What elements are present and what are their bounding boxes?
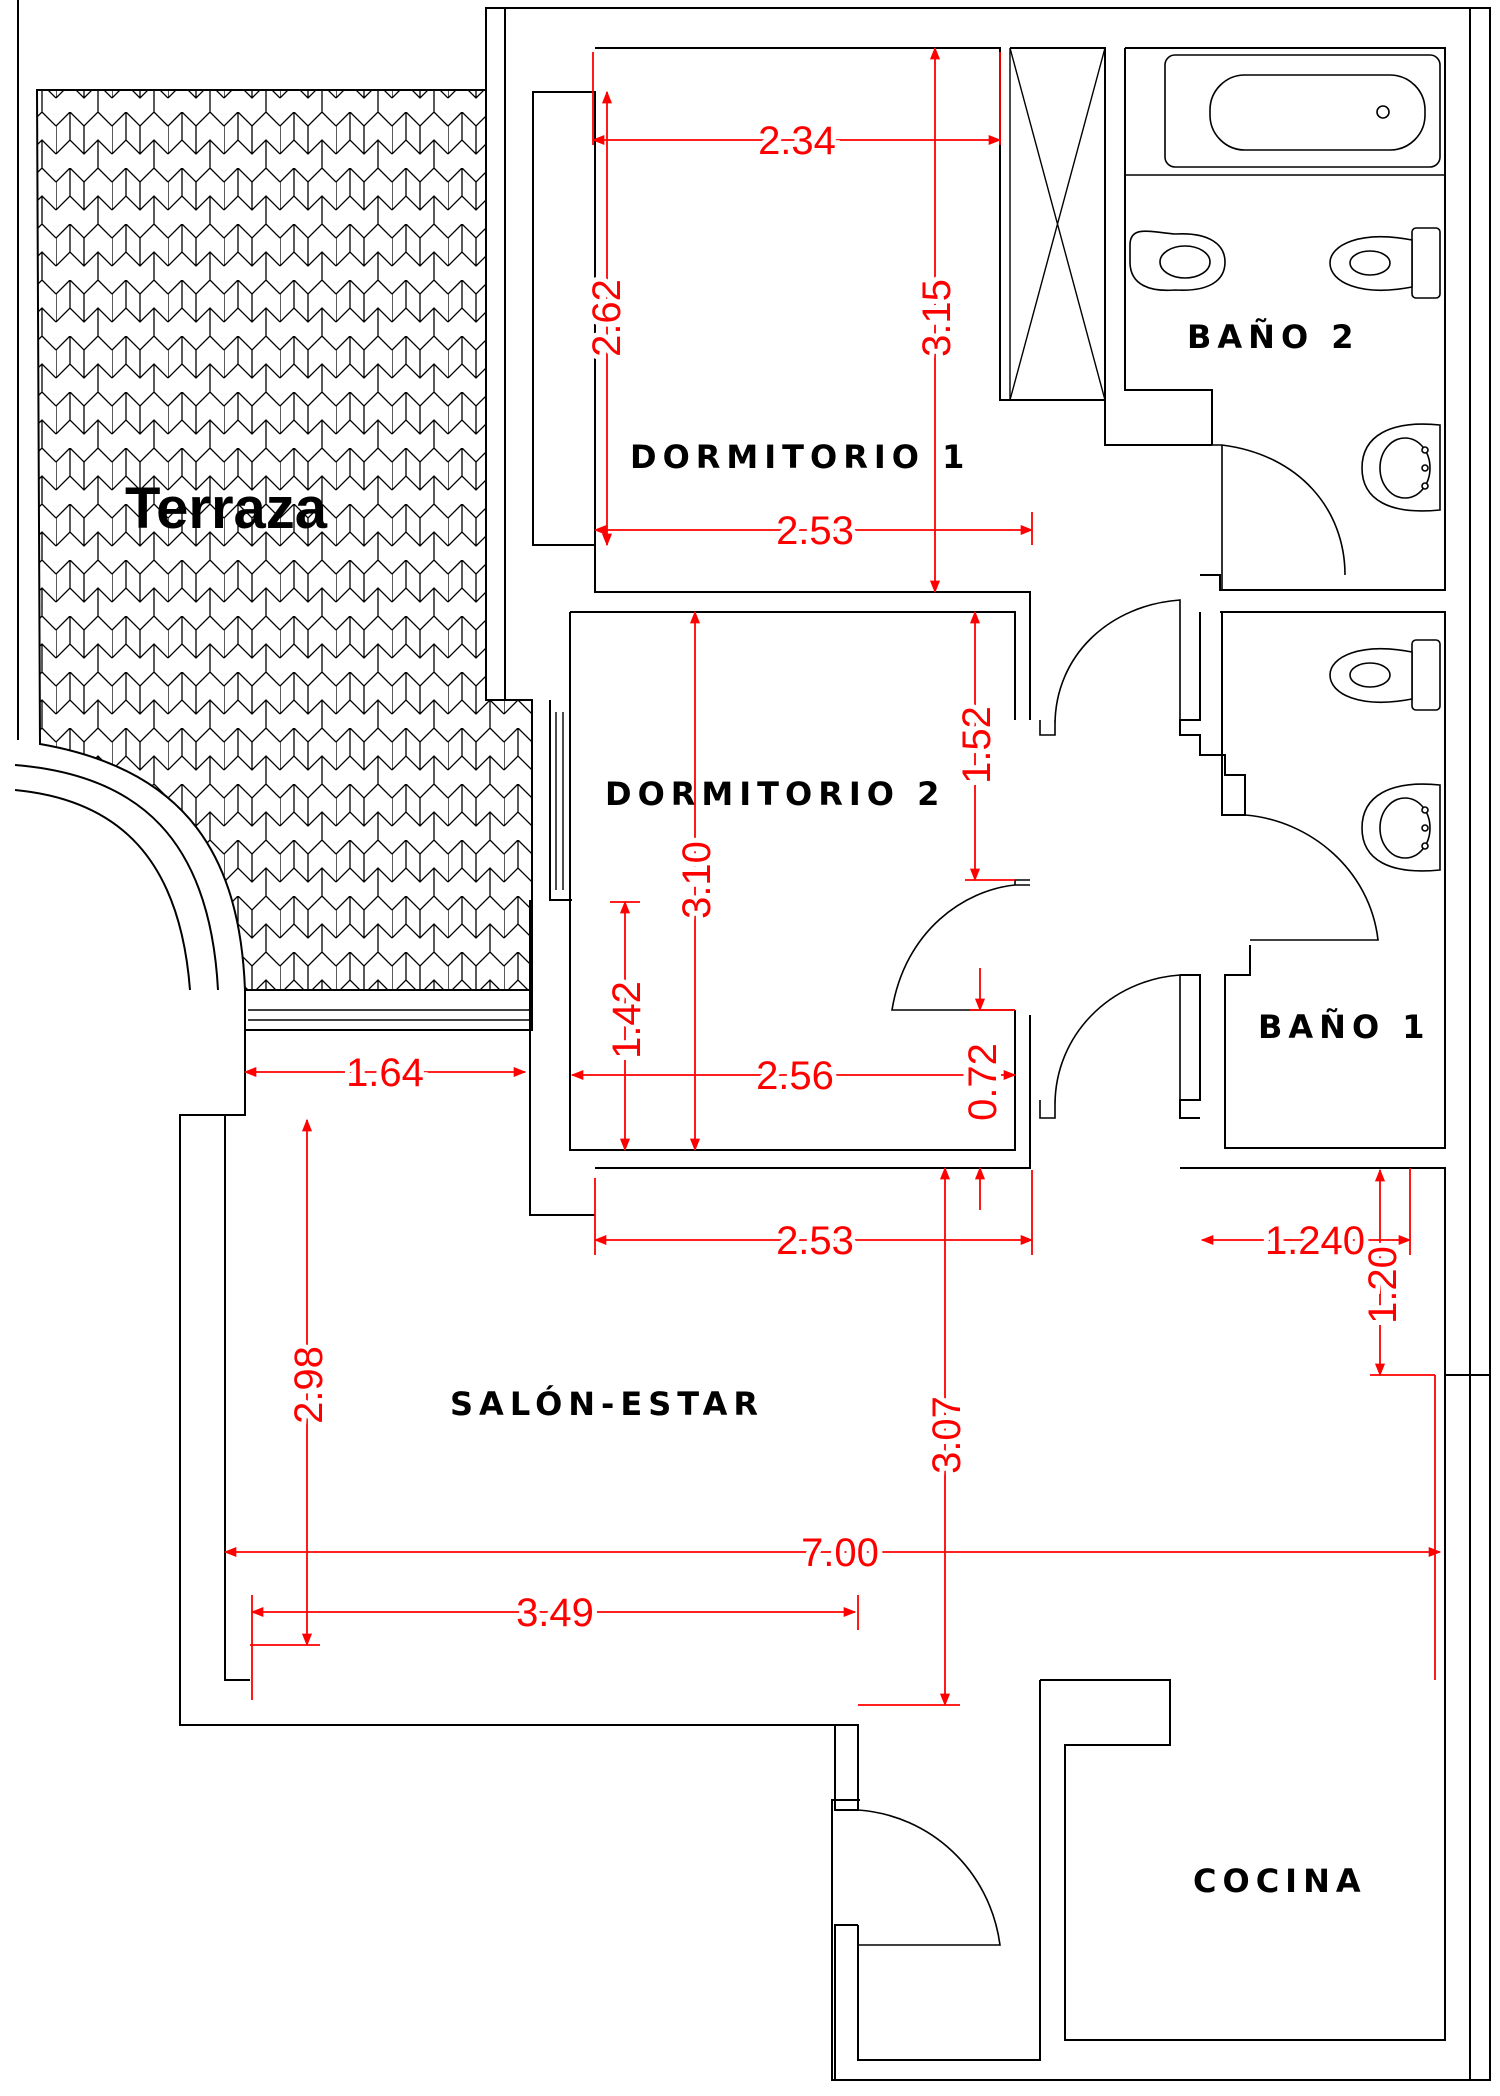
- bidet-icon: [1129, 230, 1226, 292]
- terrace: Terraza: [14, 0, 533, 1031]
- dim-total-width: 7.00: [801, 1531, 879, 1575]
- toilet-icon: [1329, 227, 1441, 299]
- room-label-cocina: COCINA: [1193, 1862, 1367, 1900]
- room-bano-1: BAÑO 1: [1179, 611, 1446, 1149]
- sink-icon: [1361, 423, 1441, 512]
- dim-d1-width-bottom: 2.53: [776, 509, 854, 553]
- room-label-bano-1: BAÑO 1: [1258, 1008, 1431, 1046]
- toilet-icon-bano-1: [1329, 639, 1441, 711]
- dim-salon-height-right: 3.07: [925, 1396, 969, 1474]
- room-bano-2: BAÑO 2: [1124, 47, 1446, 591]
- dim-d2-width: 2.56: [756, 1054, 834, 1098]
- dim-d2-height-main: 3.10: [675, 841, 719, 919]
- dim-d1-height-left: 2.62: [585, 279, 629, 357]
- dim-salon-width-top: 2.53: [776, 1219, 854, 1263]
- room-label-bano-2: BAÑO 2: [1187, 318, 1360, 356]
- dimension-lines: [223, 46, 1442, 1707]
- dim-d1-height-right: 3.15: [915, 279, 959, 357]
- dim-d2-height-left: 1.42: [605, 981, 649, 1059]
- dimension-labels: 2.34 2.62 3.15 2.53 3.10 1.52 1.42 2.56 …: [282, 114, 1410, 1640]
- dim-d2-height-right: 1.52: [955, 706, 999, 784]
- sink-icon-bano-1: [1361, 783, 1441, 872]
- room-dormitorio-2: DORMITORIO 2: [529, 599, 1181, 1216]
- dim-d1-width-top: 2.34: [758, 119, 836, 163]
- terrace-label: Terraza: [125, 476, 328, 541]
- door-dormitorio-1: [1039, 599, 1181, 736]
- door-entrance: [857, 1809, 1001, 1946]
- room-salon-estar: SALÓN-ESTAR: [450, 974, 1490, 1423]
- room-label-dormitorio-1: DORMITORIO 1: [630, 438, 970, 476]
- room-label-salon: SALÓN-ESTAR: [450, 1384, 764, 1423]
- dim-salon-width-bottom: 3.49: [516, 1591, 594, 1635]
- dim-corridor-width: 1.240: [1265, 1219, 1365, 1263]
- door-dormitorio-2: [891, 879, 1030, 1011]
- dim-corridor-height: 1.20: [1361, 1246, 1405, 1324]
- door-corridor: [1039, 974, 1181, 1119]
- door-bano-1: [1244, 814, 1379, 941]
- dim-d2-door-gap: 0.72: [961, 1043, 1005, 1121]
- room-dormitorio-1: DORMITORIO 1: [532, 47, 1212, 720]
- dim-terrace-width: 1.64: [346, 1051, 424, 1095]
- exterior-walls: [179, 7, 1491, 2081]
- door-bano-2: [1212, 444, 1346, 590]
- room-cocina: COCINA: [834, 1375, 1446, 2061]
- room-label-dormitorio-2: DORMITORIO 2: [605, 775, 945, 813]
- dim-salon-height-left: 2.98: [287, 1346, 331, 1424]
